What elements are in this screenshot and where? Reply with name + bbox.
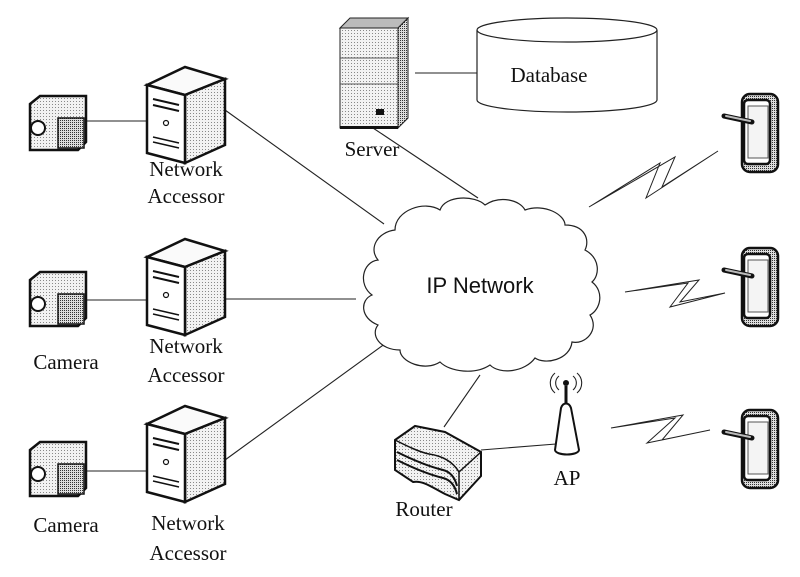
camera-label: Camera (33, 513, 99, 537)
link-server-network (372, 127, 479, 199)
camera-icon (28, 94, 88, 152)
database[interactable]: Database (476, 17, 658, 113)
accessor-label-line1: Network (149, 334, 223, 358)
access-point[interactable]: AP (549, 372, 583, 490)
link-accessor1-network (224, 109, 385, 225)
link-router-network (443, 374, 481, 428)
wireless-link-icon (624, 279, 726, 308)
router-icon (394, 424, 482, 502)
ip-network-cloud[interactable]: IP Network (362, 197, 601, 372)
camera-icon (28, 440, 88, 498)
pda-icon (721, 92, 780, 174)
ap-label: AP (554, 466, 581, 490)
router[interactable]: Router (394, 424, 482, 521)
camera-icon (28, 270, 88, 328)
database-icon (476, 17, 658, 113)
tower-pc-icon (143, 404, 229, 504)
router-label: Router (395, 497, 452, 521)
wireless-link-icon (588, 150, 719, 208)
server[interactable]: Server (338, 16, 410, 161)
server-icon (338, 16, 410, 130)
network-accessor-1[interactable]: Network Accessor (143, 65, 229, 208)
pda-icon (721, 408, 780, 490)
accessor-label-line2: Accessor (148, 363, 225, 387)
server-label: Server (345, 137, 400, 161)
accessor-label-line2: Accessor (150, 541, 227, 565)
mobile-device-2[interactable] (721, 246, 780, 328)
antenna-icon (549, 372, 583, 456)
camera-label: Camera (33, 350, 99, 374)
accessor-label-line2: Accessor (148, 184, 225, 208)
camera-1[interactable] (28, 94, 88, 152)
ip-network-label: IP Network (426, 273, 534, 298)
pda-icon (721, 246, 780, 328)
mobile-device-3[interactable] (721, 408, 780, 490)
network-accessor-2[interactable]: Network Accessor (143, 237, 229, 387)
accessor-label-line1: Network (149, 157, 223, 181)
tower-pc-icon (143, 237, 229, 337)
wireless-link-icon (610, 414, 711, 444)
wireless-links (588, 150, 726, 444)
connections (86, 72, 557, 472)
network-accessor-3[interactable]: Network Accessor (143, 404, 229, 565)
tower-pc-icon (143, 65, 229, 165)
mobile-device-1[interactable] (721, 92, 780, 174)
cloud-shape (362, 197, 601, 372)
accessor-label-line1: Network (151, 511, 225, 535)
database-label: Database (511, 63, 588, 87)
camera-3[interactable]: Camera (28, 440, 99, 537)
link-accessor3-network (224, 342, 387, 461)
link-router-ap (480, 443, 557, 451)
camera-2[interactable]: Camera (28, 270, 99, 374)
